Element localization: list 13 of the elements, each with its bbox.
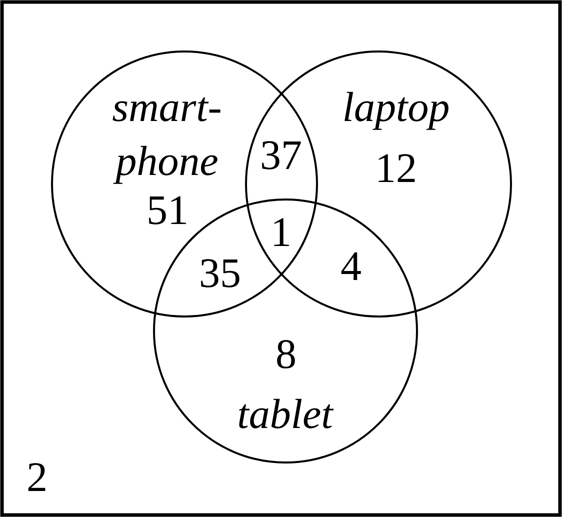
set-label: tablet xyxy=(239,398,334,428)
venn-circle xyxy=(245,50,512,318)
count-label: 51 xyxy=(148,196,186,224)
count-label: 12 xyxy=(378,154,415,182)
count-label: 8 xyxy=(277,340,295,368)
count-label: 37 xyxy=(262,141,301,170)
venn-circle xyxy=(51,50,318,318)
set-label: smart- phone xyxy=(112,97,220,184)
count-label: 35 xyxy=(201,259,240,288)
count-label: 4 xyxy=(341,252,361,280)
count-label: 1 xyxy=(274,218,289,246)
count-label: 2 xyxy=(28,463,46,491)
set-label: laptop xyxy=(344,92,448,130)
